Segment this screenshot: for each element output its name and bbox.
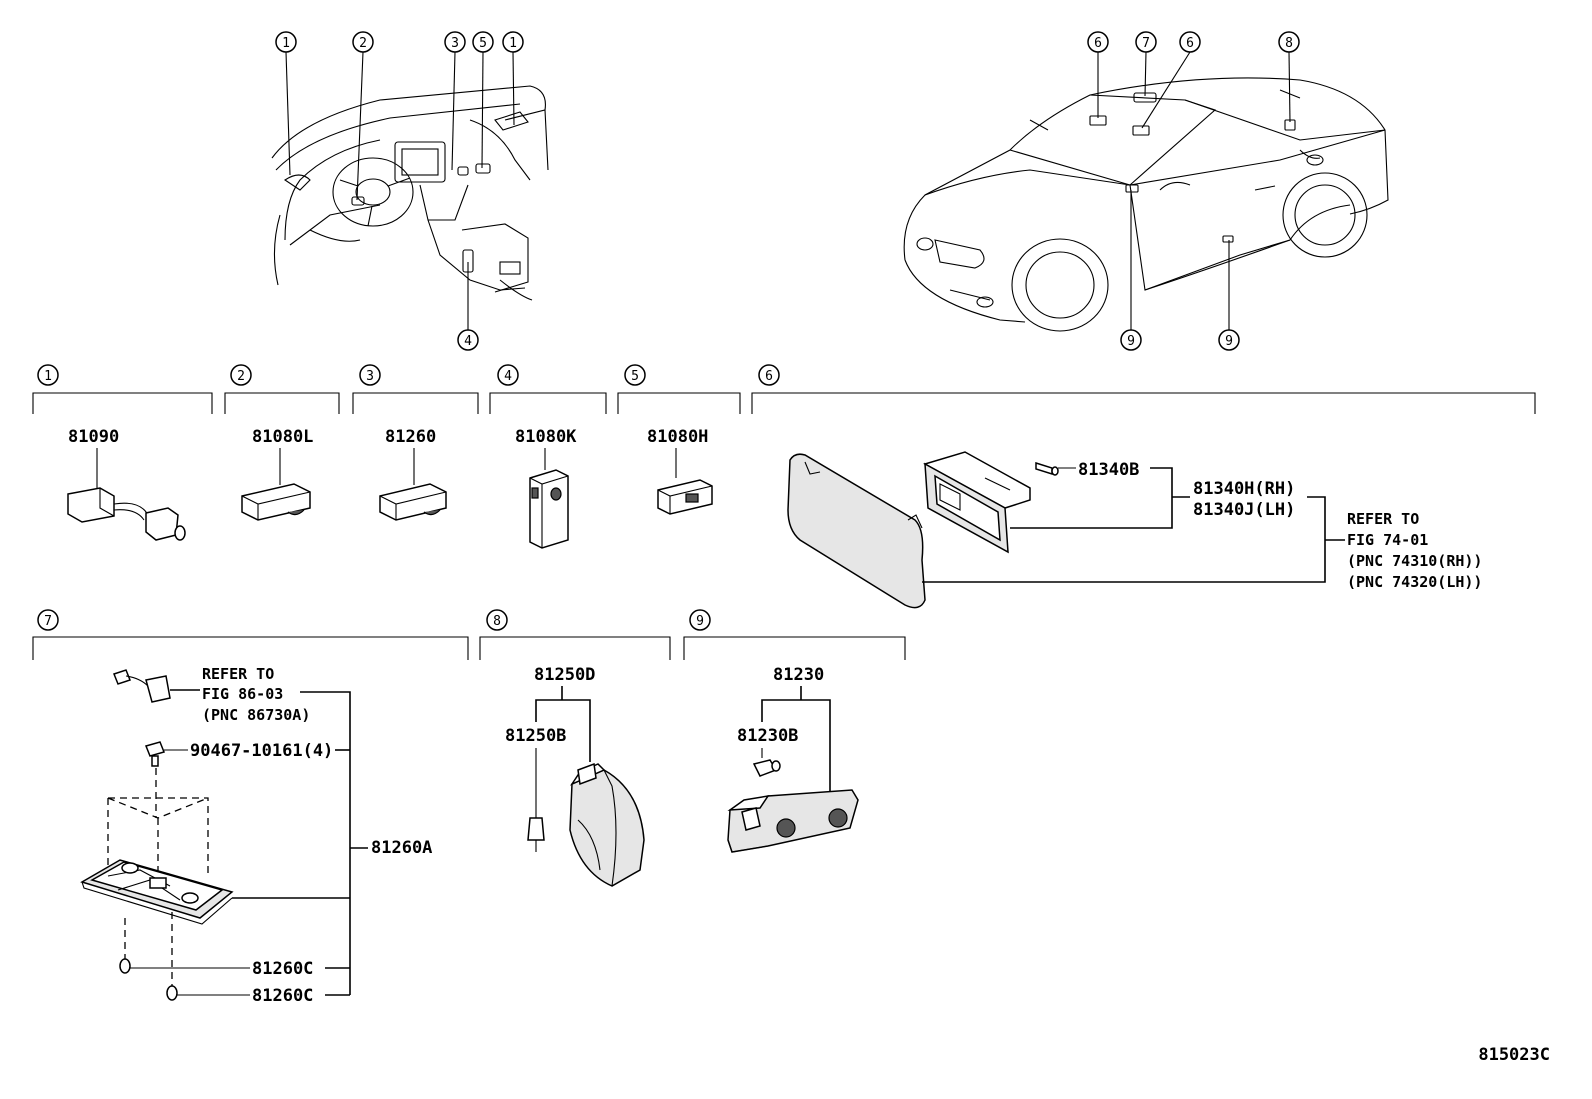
callout-3-top: 3 — [444, 31, 466, 53]
part-81260-group: 81260 — [379, 427, 447, 521]
svg-text:4: 4 — [504, 369, 512, 384]
part-label-81080L: 81080L — [252, 427, 313, 447]
svg-text:7: 7 — [44, 614, 52, 629]
callout-1-top-left: 1 — [275, 31, 297, 53]
part-visor-vanity-group: 81340B 81340H(RH) 81340J(LH) REFER TO FI… — [787, 451, 1482, 609]
callout-9-car-left: 9 — [1120, 329, 1142, 351]
svg-text:9: 9 — [696, 614, 704, 629]
part-label-81260C-1: 81260C — [252, 959, 313, 979]
part-81230-group: 81230 81230B — [727, 665, 859, 853]
section-8-header: 8 — [479, 609, 671, 660]
callout-9-car-right: 9 — [1218, 329, 1240, 351]
callout-1-top-right: 1 — [502, 31, 524, 53]
part-label-81250B: 81250B — [505, 726, 566, 746]
callout-6-car-left: 6 — [1087, 31, 1109, 53]
part-label-81230B: 81230B — [737, 726, 798, 746]
interior-dashboard-illustration — [271, 85, 549, 301]
top-callout-leaders — [285, 51, 1291, 330]
figure-code: 815023C — [1478, 1045, 1550, 1065]
svg-text:(PNC 86730A): (PNC 86730A) — [202, 706, 310, 724]
svg-text:(PNC 74310(RH)): (PNC 74310(RH)) — [1347, 552, 1482, 570]
part-label-81260A: 81260A — [371, 838, 432, 858]
callout-2-top: 2 — [352, 31, 374, 53]
svg-text:1: 1 — [509, 36, 517, 51]
part-label-81340B: 81340B — [1078, 460, 1139, 480]
section-3-header: 3 — [352, 364, 479, 414]
section-7-header: 7 — [32, 609, 469, 660]
svg-text:3: 3 — [451, 36, 459, 51]
svg-text:6: 6 — [1186, 36, 1194, 51]
callout-7-car: 7 — [1135, 31, 1157, 53]
part-81250D-group: 81250D 81250B — [505, 665, 645, 887]
refer-to-fig-86-03: REFER TO FIG 86-03 (PNC 86730A) — [202, 665, 310, 724]
svg-text:REFER TO: REFER TO — [202, 665, 274, 683]
part-label-90467-10161: 90467-10161(4) — [190, 741, 333, 761]
part-label-81080H: 81080H — [647, 427, 708, 447]
part-map-lamp-group: REFER TO FIG 86-03 (PNC 86730A) 90467-10… — [80, 665, 432, 1006]
part-label-81250D: 81250D — [534, 665, 595, 685]
svg-text:8: 8 — [1285, 36, 1293, 51]
part-81080L-group: 81080L — [241, 427, 313, 521]
car-exterior-illustration — [903, 77, 1389, 332]
part-label-81260C-2: 81260C — [252, 986, 313, 1006]
svg-text:5: 5 — [479, 36, 487, 51]
svg-text:9: 9 — [1225, 334, 1233, 349]
callout-8-car: 8 — [1278, 31, 1300, 53]
section-6-header: 6 — [751, 364, 1536, 414]
svg-text:4: 4 — [464, 334, 472, 349]
part-81090-group: 81090 — [67, 427, 186, 541]
callout-5-top: 5 — [472, 31, 494, 53]
svg-text:FIG 74-01: FIG 74-01 — [1347, 531, 1428, 549]
part-label-81340J: 81340J(LH) — [1193, 500, 1295, 520]
svg-text:5: 5 — [631, 369, 639, 384]
section-2-header: 2 — [224, 364, 340, 414]
section-5-header: 5 — [617, 364, 741, 414]
callout-6-car-right: 6 — [1179, 31, 1201, 53]
section-1-header: 1 — [32, 364, 213, 414]
svg-text:FIG 86-03: FIG 86-03 — [202, 685, 283, 703]
svg-text:6: 6 — [765, 369, 773, 384]
section-9-header: 9 — [683, 609, 906, 660]
svg-text:3: 3 — [366, 369, 374, 384]
svg-text:7: 7 — [1142, 36, 1150, 51]
part-label-81260: 81260 — [385, 427, 436, 447]
part-81080H-group: 81080H — [647, 427, 713, 515]
part-label-81340H: 81340H(RH) — [1193, 479, 1295, 499]
part-81080K-group: 81080K — [515, 427, 577, 549]
svg-text:1: 1 — [282, 36, 290, 51]
svg-text:1: 1 — [44, 369, 52, 384]
section-4-header: 4 — [489, 364, 607, 414]
callout-4-top: 4 — [457, 329, 479, 351]
svg-text:6: 6 — [1094, 36, 1102, 51]
svg-text:(PNC 74320(LH)): (PNC 74320(LH)) — [1347, 573, 1482, 591]
part-label-81090: 81090 — [68, 427, 119, 447]
svg-text:8: 8 — [493, 614, 501, 629]
svg-text:2: 2 — [237, 369, 245, 384]
svg-text:REFER TO: REFER TO — [1347, 510, 1419, 528]
part-label-81080K: 81080K — [515, 427, 577, 447]
svg-text:9: 9 — [1127, 334, 1135, 349]
svg-text:2: 2 — [359, 36, 367, 51]
refer-to-fig-74-01: REFER TO FIG 74-01 (PNC 74310(RH)) (PNC … — [1347, 510, 1482, 591]
part-label-81230: 81230 — [773, 665, 824, 685]
